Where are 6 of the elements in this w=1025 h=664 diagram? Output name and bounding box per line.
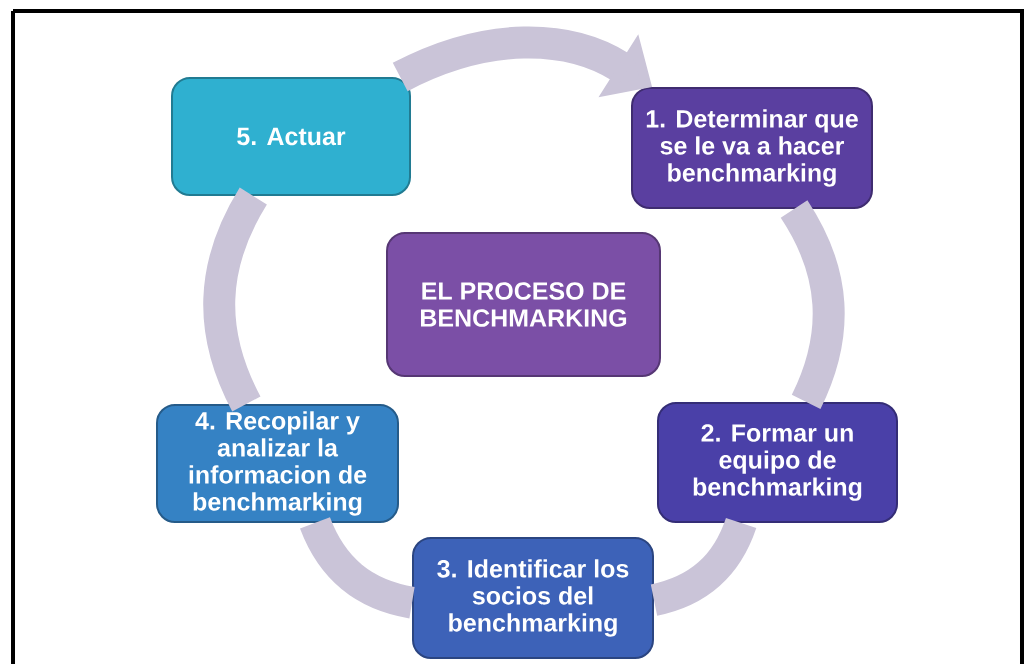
process-box: 2. Formar un equipo de benchmarking <box>657 402 898 523</box>
process-box: 3. Identificar los socios del benchmarking <box>412 537 654 659</box>
process-box: EL PROCESO DE BENCHMARKING <box>386 232 661 377</box>
process-box: 4. Recopilar y analizar la informacion de benchmarking <box>156 404 399 523</box>
process-box: 5. Actuar <box>171 77 411 196</box>
process-box: 1. Determinar que se le va a hacer benchmarking <box>631 87 873 209</box>
